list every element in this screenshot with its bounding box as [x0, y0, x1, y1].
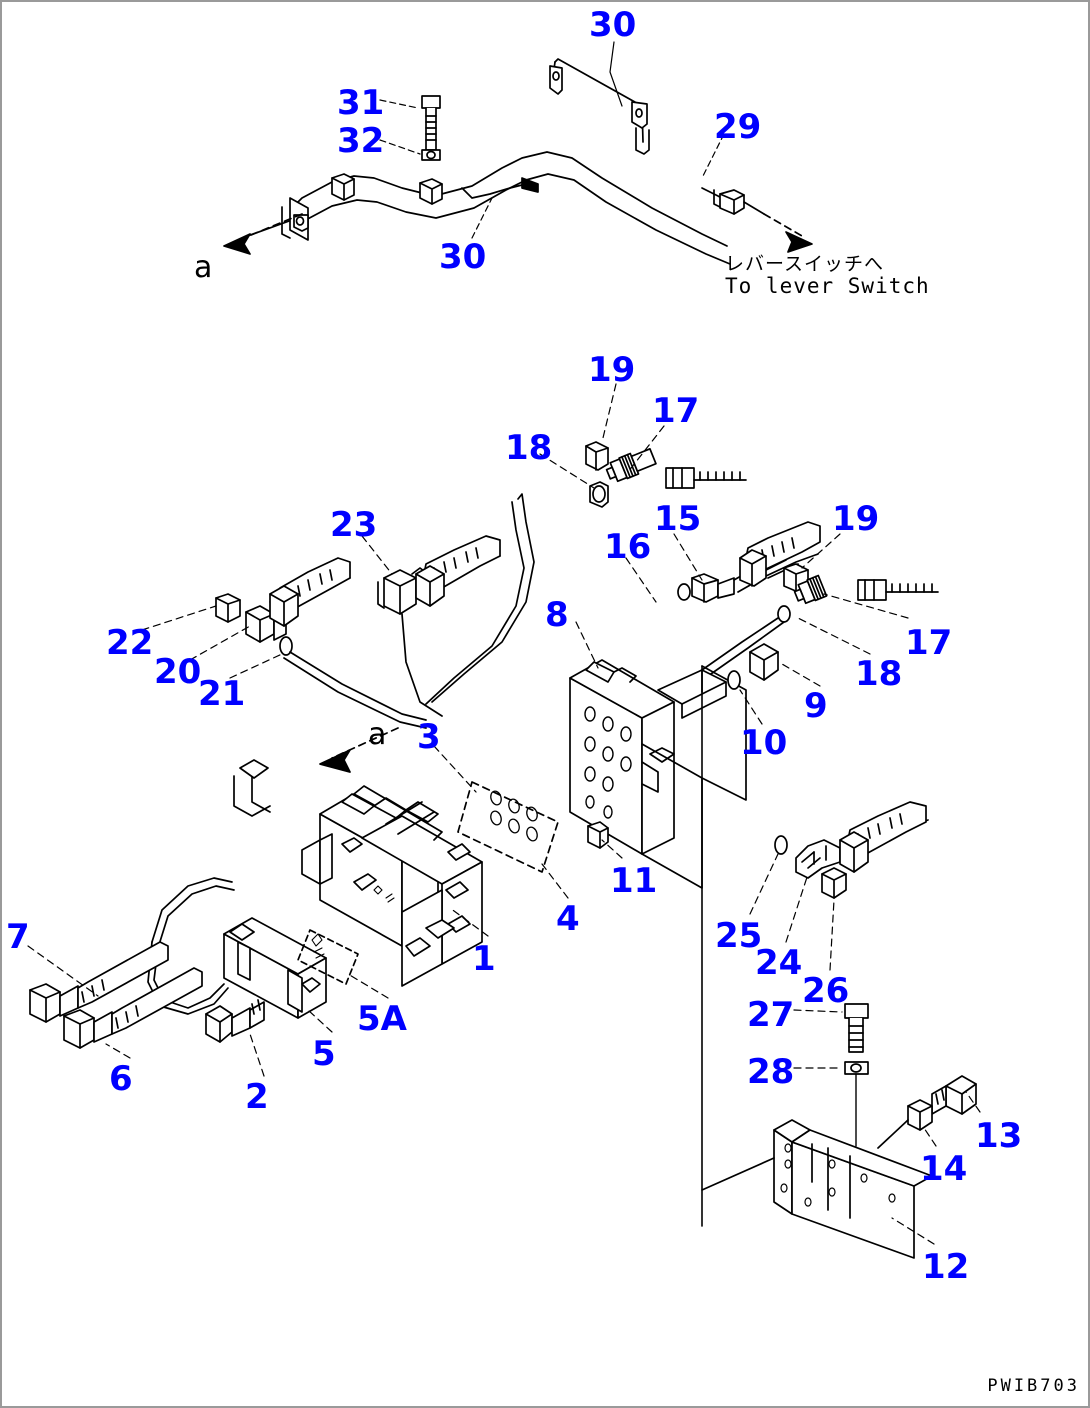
callout-30: 30	[439, 237, 487, 277]
callout-15: 15	[654, 499, 702, 539]
callout-2: 2	[245, 1077, 269, 1117]
note-japanese: レバースイッチへ	[725, 253, 885, 275]
callout-7: 7	[6, 917, 30, 957]
callout-25: 25	[715, 916, 763, 956]
callout-18: 18	[855, 654, 903, 694]
callout-10: 10	[740, 723, 788, 763]
callout-32: 32	[337, 121, 385, 161]
callout-16: 16	[604, 527, 652, 567]
callout-26: 26	[802, 971, 850, 1011]
callout-20: 20	[154, 652, 202, 692]
callout-17: 17	[905, 623, 953, 663]
callout-28: 28	[747, 1052, 795, 1092]
callout-19: 19	[588, 350, 636, 390]
callout-4: 4	[556, 899, 580, 939]
callout-12: 12	[922, 1247, 970, 1287]
section-marker-a-mid: a	[368, 717, 387, 752]
callout-19: 19	[832, 499, 880, 539]
callout-18: 18	[505, 428, 553, 468]
callout-13: 13	[975, 1116, 1023, 1156]
callout-23: 23	[330, 505, 378, 545]
callout-5: 5	[312, 1034, 336, 1074]
callout-5a: 5A	[357, 999, 407, 1039]
to-lever-switch-note: レバースイッチへ To lever Switch	[725, 253, 930, 299]
callout-30: 30	[589, 5, 637, 45]
section-marker-a-top: a	[194, 250, 213, 285]
callout-22: 22	[106, 623, 154, 663]
figure-code: PWIB703	[987, 1376, 1080, 1396]
callout-3: 3	[417, 717, 441, 757]
callout-21: 21	[198, 674, 246, 714]
callout-17: 17	[652, 391, 700, 431]
callout-24: 24	[755, 943, 803, 983]
callout-14: 14	[920, 1149, 968, 1189]
callout-31: 31	[337, 83, 385, 123]
callout-8: 8	[545, 595, 569, 635]
callout-27: 27	[747, 995, 795, 1035]
callout-29: 29	[714, 107, 762, 147]
callout-6: 6	[109, 1059, 133, 1099]
callout-1: 1	[472, 939, 496, 979]
note-english: To lever Switch	[725, 274, 930, 299]
callout-11: 11	[610, 861, 658, 901]
callout-9: 9	[804, 686, 828, 726]
